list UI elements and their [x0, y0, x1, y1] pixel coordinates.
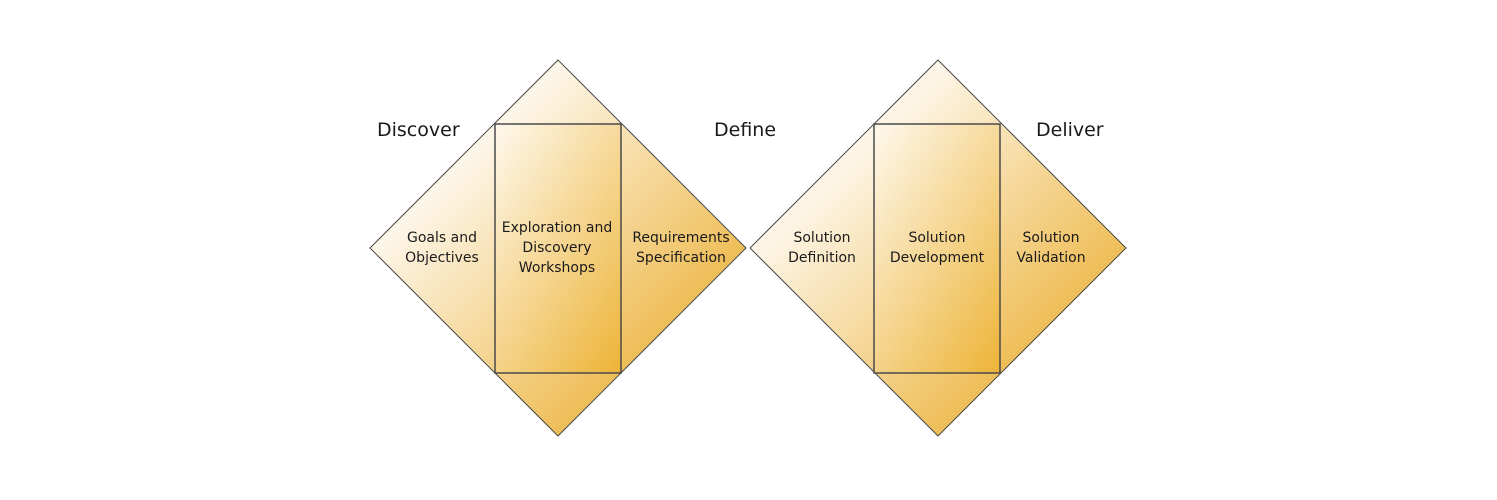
phase-label-define: Define [714, 119, 777, 141]
stage-label-requirements-specification: Requirements Specification [632, 230, 730, 266]
solution-development-box [873, 123, 1001, 374]
stage-label-solution-validation: Solution Validation [1016, 230, 1086, 266]
phase-label-discover: Discover [377, 119, 460, 141]
stage-label-goals-and-objectives: Goals and Objectives [405, 230, 479, 266]
stage-label-solution-definition: Solution Definition [788, 230, 856, 266]
exploration-box [494, 123, 622, 374]
phase-label-deliver: Deliver [1036, 119, 1104, 141]
stage-label-exploration-workshops: Exploration and Discovery Workshops [501, 220, 613, 276]
develop-deliver-diamond [749, 59, 1127, 437]
stage-label-solution-development: Solution Development [889, 230, 985, 266]
discover-define-diamond [369, 59, 747, 437]
